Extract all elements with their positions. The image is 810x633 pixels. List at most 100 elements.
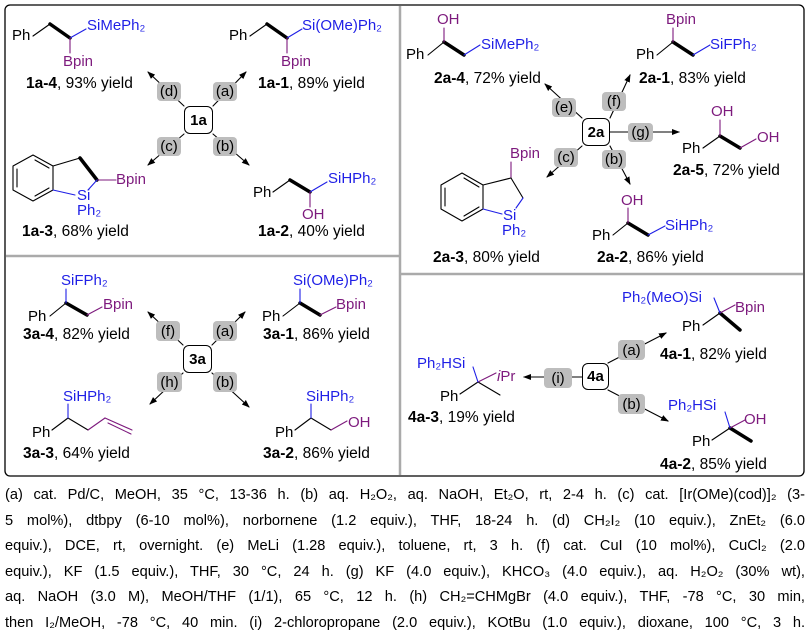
yield-text: , 86% yield [294, 326, 370, 343]
phenyl-group: Ph [275, 424, 294, 441]
yield-text: , 80% yield [464, 249, 540, 266]
compound-id: 4a-3 [408, 409, 440, 426]
yield-text: , 72% yield [465, 70, 541, 87]
hydroxyl-group: OH [437, 11, 460, 28]
reaction-conditions-caption: (a) cat. Pd/C, MeOH, 35 °C, 13-36 h. (b)… [5, 483, 805, 633]
compound-id: 3a-1 [263, 326, 295, 343]
hydroxyl-group: OH [711, 103, 734, 120]
phenyl-group: Ph [440, 388, 459, 405]
compound-id: 1a-4 [26, 75, 58, 92]
condition-a: (a) [213, 321, 237, 341]
condition-h: (h) [157, 372, 182, 392]
compound-label-4a-1: 4a-1, 82% yield [660, 347, 767, 363]
phenyl-group: Ph [262, 308, 281, 325]
condition-d: (d) [157, 82, 181, 101]
condition-a: (a) [213, 82, 237, 101]
condition-b: (b) [618, 394, 645, 414]
silyl-group: SiFPh₂ [61, 272, 108, 289]
condition-b: (b) [213, 137, 237, 156]
compound-id: 1a-2 [258, 223, 290, 240]
phenyl-group: Ph [692, 433, 711, 450]
phenyl-group: Ph [32, 424, 51, 441]
compound-id: 3a-2 [263, 445, 295, 462]
silyl-group: SiHPh₂ [306, 388, 355, 405]
condition-f: (f) [602, 92, 626, 111]
compound-label-3a-4: 3a-4, 82% yield [23, 327, 130, 343]
compound-label-4a-3: 4a-3, 19% yield [408, 410, 515, 426]
caption-line: equiv.), DCE, rt, overnight. (e) MeLi (1… [5, 538, 805, 555]
compound-label-1a-4: 1a-4, 93% yield [26, 76, 133, 92]
bpin-group: Bpin [116, 171, 147, 188]
compound-label-3a-3: 3a-3, 64% yield [23, 446, 130, 462]
silyl-group: SiHPh₂ [328, 170, 377, 187]
hydroxyl-group: OH [757, 129, 780, 146]
yield-text: , 82% yield [54, 326, 130, 343]
condition-g: (g) [628, 123, 653, 142]
hydroxyl-group: OH [302, 206, 325, 223]
phenyl-group: Ph [28, 308, 47, 325]
silyl-group: SiHPh₂ [665, 217, 714, 234]
compound-label-2a-5: 2a-5, 72% yield [673, 163, 780, 179]
compound-label-2a-1: 2a-1, 83% yield [639, 71, 746, 87]
compound-id: 4a-1 [660, 346, 692, 363]
condition-c: (c) [157, 137, 181, 156]
compound-label-2a-4: 2a-4, 72% yield [434, 71, 541, 87]
compound-id: 1a-3 [22, 223, 54, 240]
substrate-2a-box: 2a [582, 118, 610, 146]
condition-c: (c) [554, 148, 578, 167]
compound-id: 4a-2 [660, 456, 692, 473]
bpin-group: Bpin [510, 145, 541, 162]
yield-text: , 93% yield [57, 75, 133, 92]
yield-text: , 64% yield [54, 445, 130, 462]
phenyl-group: Ph [592, 227, 611, 244]
yield-text: , 85% yield [691, 456, 767, 473]
compound-label-2a-2: 2a-2, 86% yield [597, 250, 704, 266]
diphenyl-group: Ph₂ [77, 202, 102, 219]
yield-text: , 68% yield [53, 223, 129, 240]
caption-line: 5 mol%), dtbpy (6-10 mol%), norbornene (… [5, 512, 805, 529]
yield-text: , 86% yield [628, 249, 704, 266]
compound-label-1a-3: 1a-3, 68% yield [22, 224, 129, 240]
compound-id: 2a-4 [434, 70, 466, 87]
yield-text: , 86% yield [294, 445, 370, 462]
phenyl-group: Ph [682, 140, 701, 157]
caption-line: equiv.), KF (1.5 equiv.), THF, 30 °C, 24… [5, 563, 805, 580]
outer-frame [4, 4, 805, 477]
condition-i: (i) [544, 368, 572, 388]
compound-id: 2a-3 [433, 249, 465, 266]
compound-id: 3a-4 [23, 326, 55, 343]
silyl-group: Si(OMe)Ph₂ [293, 272, 374, 289]
silicon-atom: Si [77, 187, 91, 204]
compound-label-4a-2: 4a-2, 85% yield [660, 457, 767, 473]
bpin-group: Bpin [336, 296, 367, 313]
silyl-group: Ph₂HSi [668, 397, 717, 414]
condition-f: (f) [156, 321, 180, 341]
hydroxyl-group: OH [744, 411, 767, 428]
compound-id: 2a-5 [673, 162, 705, 179]
condition-b: (b) [213, 372, 237, 392]
hydroxyl-group: OH [621, 192, 644, 209]
compound-label-1a-1: 1a-1, 89% yield [258, 76, 365, 92]
compound-id: 2a-1 [639, 70, 671, 87]
isopropyl-group: iPr [497, 368, 516, 385]
phenyl-group: Ph [229, 27, 248, 44]
silyl-group: Ph₂(MeO)Si [622, 289, 703, 306]
bpin-group: Bpin [63, 53, 94, 70]
bpin-group: Bpin [103, 296, 134, 313]
compound-label-2a-3: 2a-3, 80% yield [433, 250, 540, 266]
bpin-group: Bpin [281, 53, 312, 70]
yield-text: , 83% yield [670, 70, 746, 87]
phenyl-group: Ph [406, 46, 425, 63]
compound-id: 3a-3 [23, 445, 55, 462]
silicon-atom: Si [503, 207, 517, 224]
silyl-group: SiMePh₂ [87, 17, 146, 34]
compound-id: 1a-1 [258, 75, 290, 92]
compound-id: 2a-2 [597, 249, 629, 266]
bpin-group: Bpin [735, 299, 766, 316]
compound-label-3a-2: 3a-2, 86% yield [263, 446, 370, 462]
phenyl-group: Ph [682, 318, 701, 335]
phenyl-group: Ph [253, 184, 272, 201]
substrate-3a-box: 3a [183, 345, 212, 373]
